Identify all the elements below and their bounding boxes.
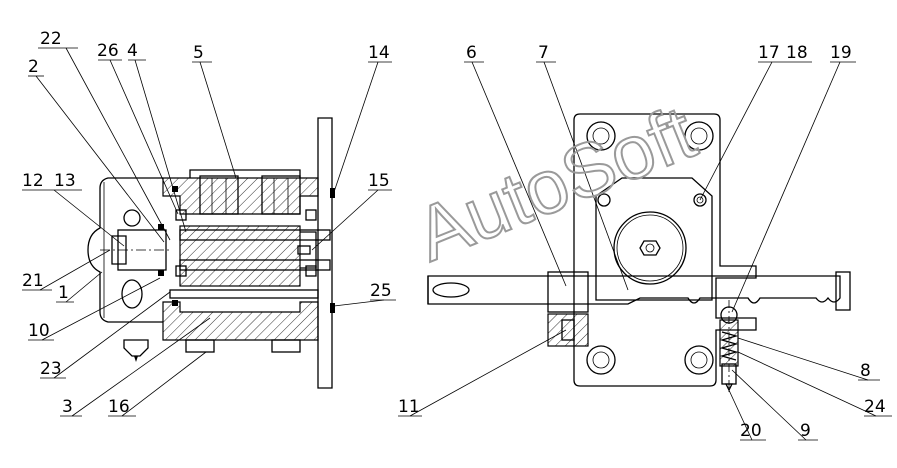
callout-20: 20: [740, 421, 762, 441]
flange-seal-bottom: [330, 303, 335, 313]
callout-15: 15: [368, 171, 390, 191]
gear-wheel: [613, 211, 687, 285]
callout-9: 9: [800, 421, 811, 441]
valve-port-right: [261, 175, 301, 215]
valve-block-outline: [189, 169, 301, 178]
mount-hole-br: [684, 345, 714, 375]
callout-7: 7: [538, 43, 549, 63]
lower-eye: [121, 279, 143, 309]
lower-rod: [179, 259, 331, 271]
callout-13: 13: [54, 171, 76, 191]
rod-end-cap: [835, 271, 851, 311]
detent-spring: [719, 331, 739, 361]
callout-8: 8: [860, 361, 871, 381]
upper-rod: [179, 229, 331, 241]
callout-5: 5: [193, 43, 204, 63]
callout-24: 24: [864, 397, 886, 417]
callout-6: 6: [466, 43, 477, 63]
shift-fork-block: [547, 271, 589, 313]
shaft-core: [179, 225, 301, 287]
flange-seal-top: [330, 188, 335, 198]
callout-18: 18: [786, 43, 808, 63]
fitting-right: [271, 339, 301, 353]
mount-hole-tl: [586, 121, 616, 151]
hex-nut: [639, 240, 661, 256]
callout-12: 12: [22, 171, 44, 191]
body-lower-section: [162, 301, 319, 341]
callout-23: 23: [40, 359, 62, 379]
body-upper-section: [162, 177, 319, 215]
callout-22: 22: [40, 29, 62, 49]
shift-rod: [427, 275, 841, 305]
mount-hole-tr: [684, 121, 714, 151]
bearing-a: [175, 209, 187, 221]
callout-1: 1: [58, 283, 69, 303]
callout-21: 21: [22, 271, 44, 291]
valve-port-left: [199, 175, 239, 215]
callout-2: 2: [28, 57, 39, 77]
rod-slot: [432, 282, 470, 298]
bolt-left: [597, 193, 611, 207]
right-elevation-view: [427, 113, 851, 392]
bearing-b: [175, 265, 187, 277]
leader-lines: [22, 47, 892, 441]
callout-10: 10: [28, 321, 50, 341]
callout-16: 16: [108, 397, 130, 417]
bottom-rod: [169, 289, 319, 299]
callout-25: 25: [370, 281, 392, 301]
callout-4: 4: [127, 41, 138, 61]
watermark-text: AutoSoft: [405, 90, 707, 278]
callout-19: 19: [830, 43, 852, 63]
mounting-flange: [317, 117, 333, 389]
callout-17: 17: [758, 43, 780, 63]
callout-14: 14: [368, 43, 390, 63]
bearing-c: [305, 209, 317, 221]
callout-labels: 22 26 4 5 14 2 12 13 15 21 1 10 23 3 16 …: [22, 29, 886, 441]
upper-eye: [123, 209, 141, 227]
mount-hole-bl: [586, 345, 616, 375]
bearing-d: [305, 265, 317, 277]
bolt-17: [693, 193, 707, 207]
base-plate: [573, 113, 757, 387]
fork-body-11: [547, 313, 589, 347]
gear-housing: [595, 177, 713, 301]
callout-3: 3: [62, 397, 73, 417]
fitting-16: [185, 339, 215, 353]
lock-nut: [111, 235, 127, 265]
callout-26: 26: [97, 41, 119, 61]
left-section-view: [87, 117, 335, 389]
end-cover-housing: [87, 177, 163, 323]
spline-end: [300, 231, 317, 269]
callout-11: 11: [398, 397, 420, 417]
drain-plug: [123, 339, 149, 357]
